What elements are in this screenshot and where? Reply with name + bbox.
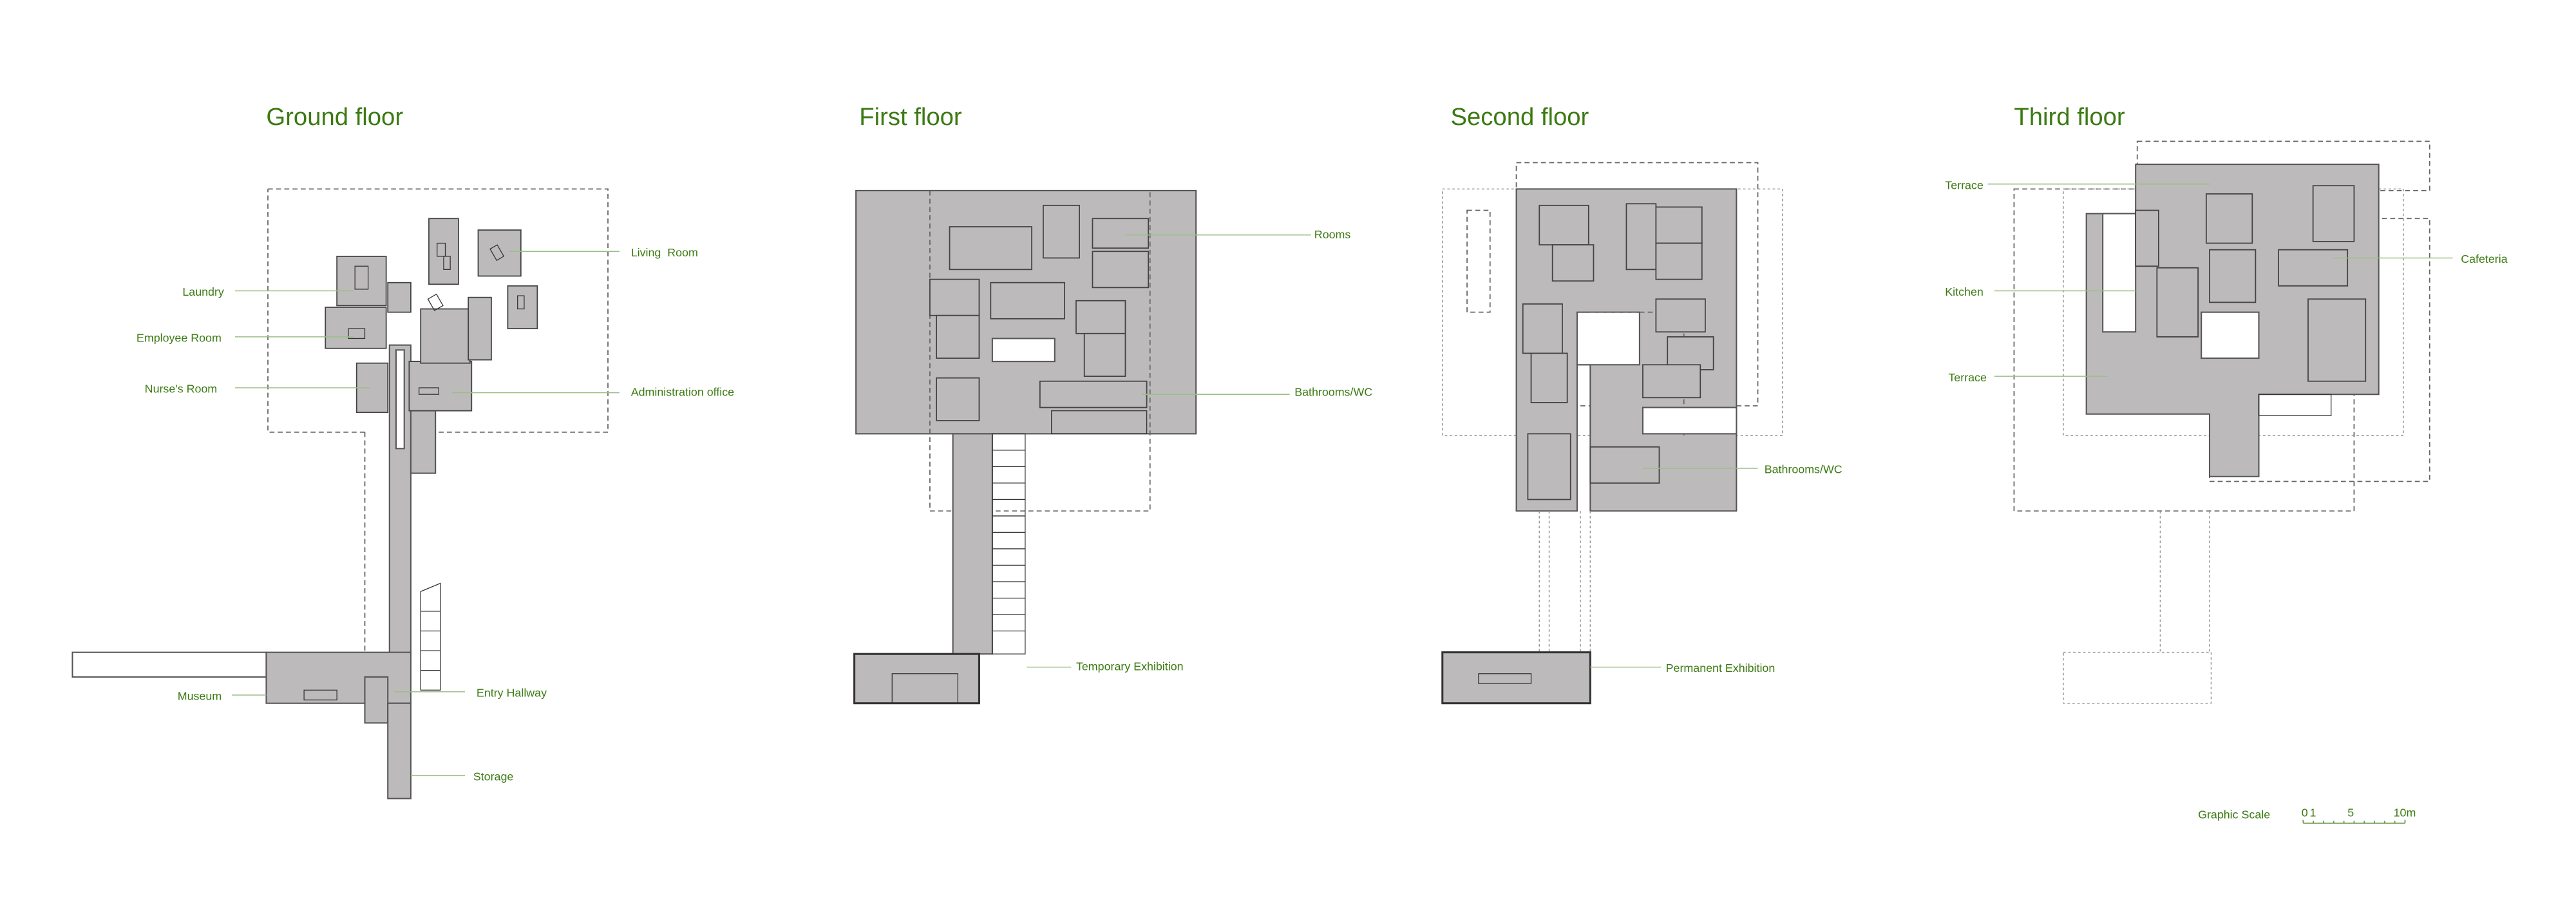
- third-floor-plan: Third floor Terrace Kitchen Terrace Cafe…: [1945, 103, 2508, 704]
- leader-lines: [231, 251, 620, 776]
- temporary-exhibition-hall: [853, 653, 980, 705]
- label-bathrooms-wc: Bathrooms/WC: [1294, 386, 1372, 399]
- label-terrace-upper: Terrace: [1945, 178, 1984, 191]
- employee-room: [325, 307, 387, 349]
- ground-floor-plan: Ground floor: [71, 103, 734, 799]
- label-permanent-exhibition: Permanent Exhibition: [1666, 662, 1776, 674]
- administration-office: [408, 361, 473, 412]
- stairs: [992, 410, 1148, 654]
- scale-label: Graphic Scale: [2198, 808, 2270, 821]
- museum: [265, 651, 412, 704]
- scale-tick-10m: 10m: [2394, 807, 2416, 819]
- ground-floor-title: Ground floor: [266, 103, 403, 131]
- corridor: [952, 433, 993, 655]
- rooms: [1522, 203, 1714, 501]
- third-floor-title: Third floor: [2014, 103, 2125, 131]
- second-floor-title: Second floor: [1451, 103, 1589, 131]
- label-cafeteria: Cafeteria: [2461, 253, 2507, 265]
- label-entry-hallway: Entry Hallway: [477, 687, 547, 700]
- label-rooms: Rooms: [1314, 228, 1351, 241]
- storage-room: [387, 702, 412, 799]
- cafeteria-tables: [2135, 185, 2367, 416]
- label-nurses-room: Nurse's Room: [145, 383, 217, 396]
- furniture: [348, 242, 525, 395]
- label-storage: Storage: [473, 770, 514, 783]
- label-temporary-exhibition: Temporary Exhibition: [1076, 660, 1184, 673]
- permanent-exhibition-hall: [1441, 651, 1591, 705]
- label-terrace-lower: Terrace: [1948, 371, 1987, 384]
- scale-tick-1: 1: [2310, 807, 2316, 819]
- rooms: [929, 204, 1150, 421]
- label-administration-office: Administration office: [631, 386, 734, 399]
- graphic-scale: Graphic Scale 0 1 5 10m: [2198, 807, 2416, 824]
- scale-bar: [2302, 819, 2406, 824]
- first-floor-title: First floor: [859, 103, 962, 131]
- second-floor-plan: Second floor Bathrooms/WC Permanent Exhi…: [1441, 103, 1842, 705]
- label-kitchen: Kitchen: [1945, 285, 1984, 298]
- scale-tick-5: 5: [2347, 807, 2354, 819]
- entry-hallway: [364, 676, 389, 724]
- label-laundry: Laundry: [182, 285, 224, 298]
- label-bathrooms-wc: Bathrooms/WC: [1765, 463, 1842, 476]
- first-floor-plan: First floor Rooms Bathrooms/WC Temporary…: [853, 103, 1372, 705]
- label-museum: Museum: [178, 690, 222, 703]
- label-employee-room: Employee Room: [137, 332, 222, 345]
- nurses-room: [355, 362, 389, 414]
- laundry-room: [336, 256, 387, 307]
- site-boundary: [267, 188, 609, 658]
- stairs: [303, 582, 441, 701]
- label-living-room: Living Room: [631, 246, 698, 259]
- scale-tick-0: 0: [2302, 807, 2308, 819]
